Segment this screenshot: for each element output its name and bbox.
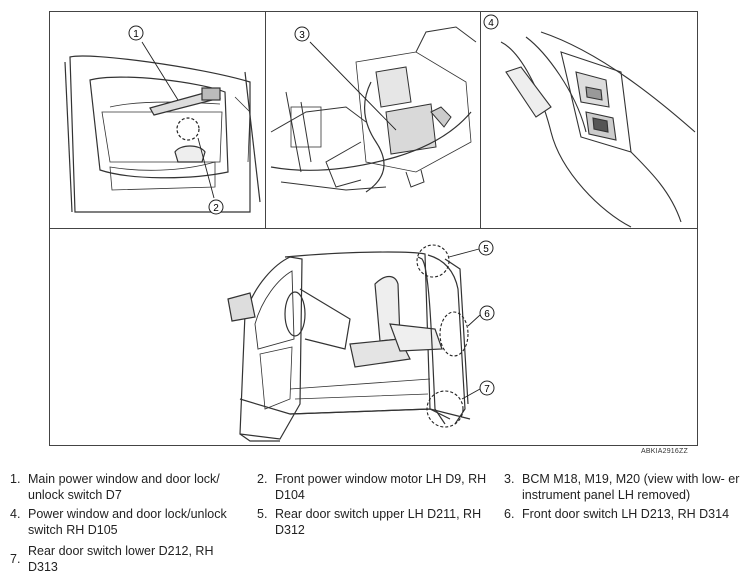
switch-7-circle <box>426 390 464 428</box>
svg-text:7: 7 <box>484 384 490 395</box>
switch-6-circle <box>439 311 469 357</box>
legend-number: 1. <box>10 472 21 486</box>
legend-text: Main power window and door lock/ unlock … <box>28 472 220 502</box>
callout-6: 6 <box>479 305 495 321</box>
legend-number: 7. <box>10 552 21 566</box>
legend-text: Front power window motor LH D9, RH D104 <box>275 472 487 502</box>
callout-7: 7 <box>479 380 495 396</box>
panel-driver-door: 1 2 <box>49 11 266 229</box>
svg-text:6: 6 <box>484 309 490 320</box>
svg-text:2: 2 <box>213 203 219 214</box>
legend-item-1: 1. Main power window and door lock/ unlo… <box>0 471 245 503</box>
svg-text:5: 5 <box>483 244 489 255</box>
callout-2: 2 <box>208 199 224 215</box>
panel-vehicle-side: 5 6 7 <box>49 228 698 446</box>
legend-text: Power window and door lock/unlock switch… <box>28 507 227 537</box>
legend-item-7: 7. Rear door switch lower D212, RH D313 <box>0 543 245 575</box>
legend-number: 6. <box>504 507 515 521</box>
legend-item-4: 4. Power window and door lock/unlock swi… <box>0 506 245 538</box>
legend-item-6: 6. Front door switch LH D213, RH D314 <box>494 506 744 522</box>
panel-bcm: 3 <box>265 11 481 229</box>
legend-text: Rear door switch lower D212, RH D313 <box>28 544 214 574</box>
legend-item-3: 3. BCM M18, M19, M20 (view with low- er … <box>494 471 744 503</box>
target-circle <box>176 117 200 141</box>
legend-text: Rear door switch upper LH D211, RH D312 <box>275 507 482 537</box>
callout-5: 5 <box>478 240 494 256</box>
passenger-switch-illustration: 4 <box>483 14 696 228</box>
driver-door-illustration: 1 2 <box>64 25 261 215</box>
legend-number: 5. <box>257 507 268 521</box>
legend-number: 4. <box>10 507 21 521</box>
svg-text:4: 4 <box>488 18 494 29</box>
legend-item-5: 5. Rear door switch upper LH D211, RH D3… <box>247 506 492 538</box>
vehicle-side-illustration: 5 6 7 <box>227 240 495 442</box>
switch-5-circle <box>416 244 450 278</box>
svg-text:3: 3 <box>299 30 305 41</box>
legend-number: 2. <box>257 472 268 486</box>
callout-4: 4 <box>483 14 499 30</box>
legend-number: 3. <box>504 472 515 486</box>
bcm-illustration: 3 <box>270 26 477 193</box>
callout-1: 1 <box>128 25 144 41</box>
legend-item-2: 2. Front power window motor LH D9, RH D1… <box>247 471 492 503</box>
svg-text:1: 1 <box>133 29 139 40</box>
figure-code: ABKIA2916ZZ <box>641 448 688 455</box>
legend-text: Front door switch LH D213, RH D314 <box>522 507 730 521</box>
panel-passenger-switch: 4 <box>480 11 698 229</box>
legend-text: BCM M18, M19, M20 (view with low- er ins… <box>522 472 740 502</box>
callout-3: 3 <box>294 26 310 42</box>
